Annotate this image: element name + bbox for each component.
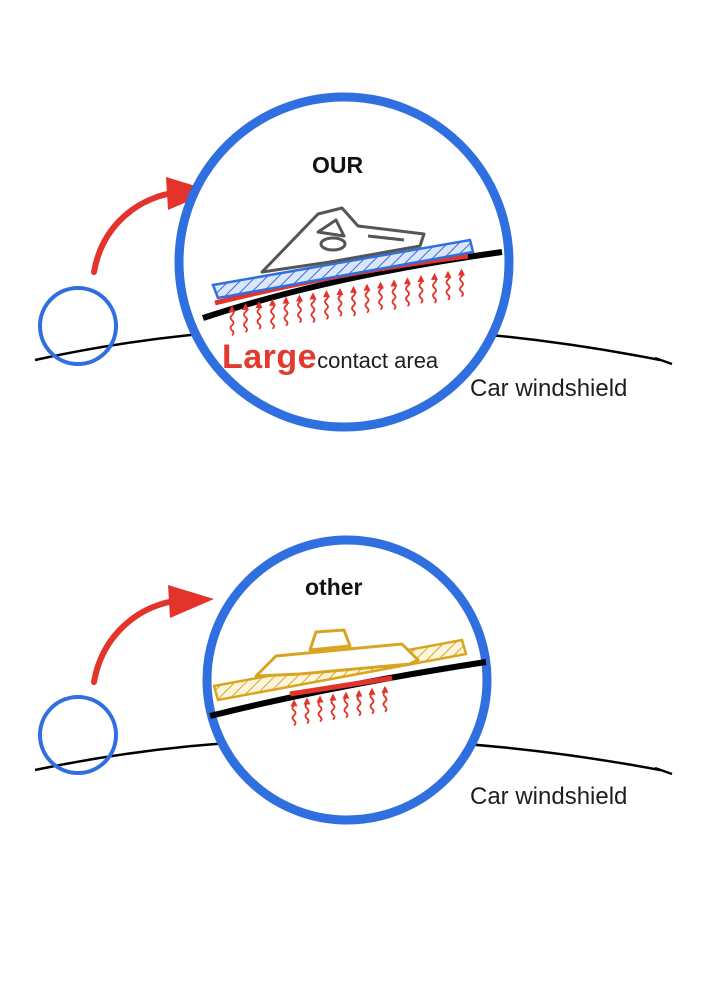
heat-arrowhead-icon [417,275,425,283]
heat-arrowhead-icon [290,699,298,707]
wiper-frame-icon [260,206,426,274]
heat-wave-icon [310,296,316,324]
heat-arrowhead-icon [282,296,290,304]
heat-arrowhead-icon [323,290,330,298]
bottom-panel [34,535,673,825]
heat-wave-icon [459,270,464,298]
heat-wave-icon [256,303,262,330]
heat-arrowhead-icon [329,693,337,701]
locator-circle [38,286,118,366]
heat-arrowhead-icon [355,689,363,697]
heat-wave-icon [445,274,451,301]
zoom-arrow-icon [91,597,185,685]
heat-wave-icon [317,700,323,723]
heat-wave-icon [418,277,424,304]
heat-wave-icon [283,299,289,327]
heat-wave-icon [337,290,343,317]
heat-arrowhead-icon [296,294,303,302]
heat-wave-icon [382,691,388,713]
large-highlight: Large [222,338,318,376]
heat-waves [228,268,465,336]
contact-strip [289,675,393,697]
heat-arrowhead-icon [336,288,344,295]
heat-wave-icon [351,290,356,317]
windshield-label: Car windshield [470,375,628,402]
heat-wave-icon [324,293,329,320]
contact-caption: Largecontact area [222,338,438,377]
heat-arrowhead-icon [350,285,357,293]
heat-wave-icon [243,306,248,333]
heat-wave-icon [229,309,235,336]
heat-arrowhead-icon [377,281,384,289]
heat-wave-icon [297,296,302,324]
heat-wave-icon [330,698,336,721]
zoom-arrow-icon [91,189,183,275]
heat-arrowhead-icon [303,697,311,705]
heat-arrowhead-icon [390,279,398,287]
wiper-frame-icon [254,628,420,678]
heat-arrowhead-icon [431,272,438,280]
heat-arrowhead-icon [368,687,376,695]
heat-waves [290,685,389,727]
heat-wave-icon [291,704,297,727]
heat-wave-icon [369,693,375,715]
heat-wave-icon [432,277,437,304]
heat-wave-icon [405,280,410,307]
our-blade-icon [211,238,475,300]
heat-wave-icon [391,283,397,311]
heat-arrowhead-icon [444,270,452,278]
magnifier-circle [202,535,492,825]
arrowhead-icon [168,585,214,618]
heat-arrowhead-icon [269,298,276,306]
heat-wave-icon [270,303,275,330]
heat-arrowhead-icon [363,283,371,291]
top-panel [34,92,673,432]
heat-wave-icon [378,283,383,311]
heat-arrowhead-icon [255,300,263,308]
heat-wave-icon [304,702,310,725]
heat-wave-icon [364,286,370,314]
other-title: other [305,574,363,600]
heat-arrowhead-icon [404,277,411,285]
heat-arrowhead-icon [381,685,389,693]
heat-arrowhead-icon [242,303,249,311]
locator-circle [38,695,118,775]
our-title: OUR [312,152,364,178]
heat-arrowhead-icon [458,268,465,276]
heat-wave-icon [343,696,349,719]
heat-arrowhead-icon [342,691,350,699]
contact-area-text: contact area [317,348,439,373]
heat-arrowhead-icon [309,292,317,300]
heat-wave-icon [356,694,362,717]
heat-arrowhead-icon [228,305,236,313]
heat-arrowhead-icon [316,695,324,703]
windshield-label: Car windshield [470,783,628,810]
